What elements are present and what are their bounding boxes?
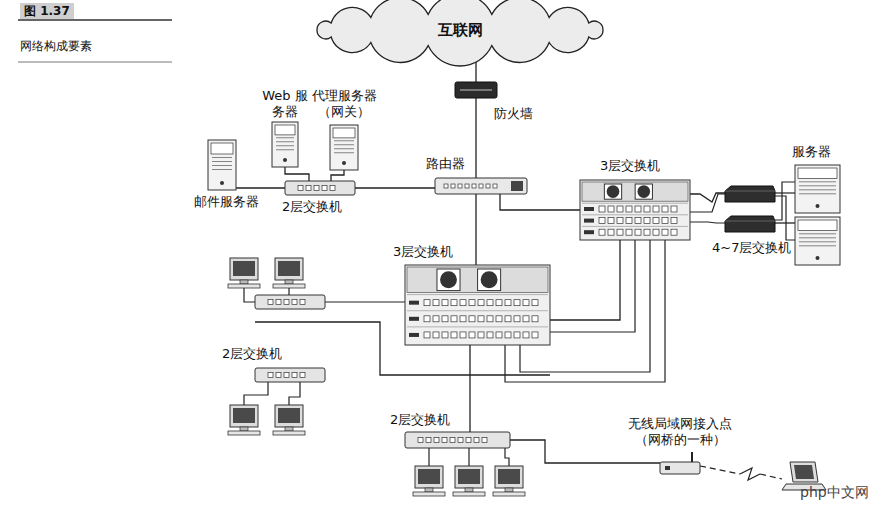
device-icon <box>455 82 497 98</box>
network-cable <box>475 98 476 178</box>
pc-icon <box>453 466 485 496</box>
device-icon <box>272 122 298 167</box>
device-icon <box>208 140 236 190</box>
network-cable <box>331 170 344 181</box>
watermark: php中文网 <box>800 484 869 500</box>
switch-node: 2层交换机 <box>285 181 355 195</box>
device-label: 服务器 <box>792 144 831 160</box>
server-node: 邮件服务器 <box>208 140 236 190</box>
firewall-node: 防火墙 <box>455 82 497 98</box>
device-icon <box>255 368 325 382</box>
device-icon <box>725 186 775 232</box>
device-label: 2层交换机 <box>390 412 450 428</box>
pair-node: 4~7层交换机 <box>725 186 775 232</box>
server-tower <box>795 165 840 213</box>
server-node: 代理服务器 （网关） <box>330 125 358 170</box>
firewall-device <box>455 82 497 98</box>
switch-device <box>255 295 325 309</box>
network-cable <box>690 193 725 202</box>
device-label: 代理服务器 （网关） <box>308 88 380 120</box>
switch-device <box>285 181 355 195</box>
cable <box>775 196 795 240</box>
device-icon <box>660 452 700 474</box>
router-node: 路由器 <box>435 178 527 194</box>
device-label: Web 服务器 <box>262 88 308 120</box>
cable <box>428 448 429 466</box>
servers-node: 服务器 <box>795 165 840 265</box>
switch-device <box>255 368 325 382</box>
network-cable <box>355 187 435 188</box>
switch-node: 2层交换机 <box>405 432 510 448</box>
pc-icon <box>273 405 305 435</box>
device-icon <box>405 432 510 448</box>
cable <box>288 288 289 295</box>
server-tower <box>208 140 236 190</box>
l3-node: 3层交换机 <box>405 265 550 345</box>
pc-icon <box>413 466 445 496</box>
device-label: 防火墙 <box>494 106 533 122</box>
device-icon <box>795 165 840 265</box>
network-cable <box>285 167 309 181</box>
l4-7-switch-device <box>725 186 775 202</box>
l4-7-switch-device <box>725 216 775 232</box>
header-rule <box>18 19 172 21</box>
cable <box>244 288 255 302</box>
cable <box>775 192 795 193</box>
device-label: 无线局域网接入点 （网桥的一种） <box>615 416 745 448</box>
access-point <box>660 452 700 474</box>
device-label: 互联网 <box>305 20 615 40</box>
server-tower <box>272 122 298 167</box>
header-rule <box>18 62 172 63</box>
device-label: 邮件服务器 <box>194 194 259 210</box>
figure-caption: 网络构成要素 <box>20 38 92 54</box>
device-label: 路由器 <box>426 156 465 172</box>
l3-switch-chassis <box>405 265 550 345</box>
ap-node: 无线局域网接入点 （网桥的一种） <box>660 452 700 474</box>
network-cable <box>236 187 285 188</box>
router-device <box>435 178 527 194</box>
device-icon <box>330 125 358 170</box>
cable <box>760 474 782 479</box>
cable <box>505 448 509 466</box>
device-icon <box>285 181 355 195</box>
cable <box>289 382 300 405</box>
pc-icon <box>273 258 305 288</box>
network-cable <box>475 194 476 265</box>
device-icon <box>435 178 527 194</box>
server-tower <box>795 217 840 265</box>
cable <box>700 466 740 474</box>
device-label: 3层交换机 <box>393 244 453 260</box>
network-cable <box>500 194 580 210</box>
pc-icon <box>228 258 260 288</box>
device-label: 2层交换机 <box>282 199 342 215</box>
cable <box>468 448 469 466</box>
switch-node: 2层交换机 <box>255 368 325 382</box>
cable <box>244 382 268 405</box>
device-icon <box>405 265 550 345</box>
device-label: 2层交换机 <box>222 346 282 362</box>
network-cable <box>469 345 470 432</box>
pc-icon <box>493 466 525 496</box>
device-label: 3层交换机 <box>600 158 660 174</box>
cable <box>550 240 635 332</box>
device-icon <box>580 180 690 240</box>
network-cable <box>775 222 795 223</box>
server-node: Web 服务器 <box>272 122 298 167</box>
pc-icon <box>228 405 260 435</box>
server-tower <box>330 125 358 170</box>
cable <box>690 194 725 212</box>
figure-number: 图 1.37 <box>20 3 74 19</box>
cable <box>325 301 405 302</box>
switch-device <box>405 432 510 448</box>
network-cable <box>550 240 620 320</box>
cable <box>775 182 795 220</box>
cable <box>690 222 725 223</box>
cable <box>740 468 760 480</box>
l3-node: 3层交换机 <box>580 180 690 240</box>
l3-switch-chassis <box>580 180 690 240</box>
cloud-node: 互联网 <box>305 2 615 58</box>
device-label: 4~7层交换机 <box>712 240 791 256</box>
